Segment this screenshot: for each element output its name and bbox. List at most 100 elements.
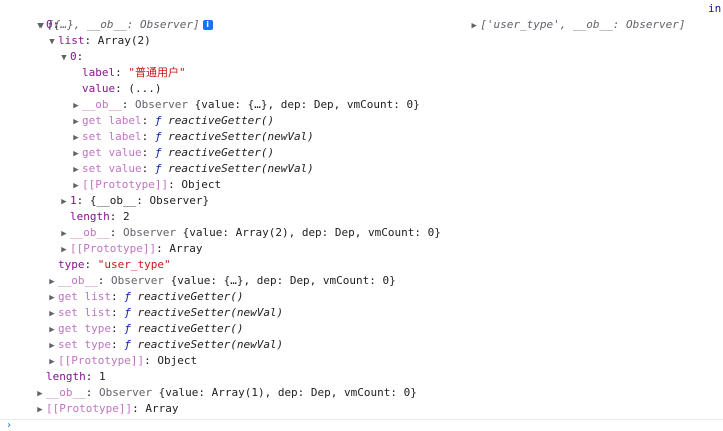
separator: : xyxy=(109,210,123,223)
source-link[interactable]: in xyxy=(708,2,722,15)
property-key: __ob__ xyxy=(58,274,98,287)
separator: : xyxy=(85,370,99,383)
property-value: Observer {value: {…}, dep: Dep, vmCount:… xyxy=(111,274,396,287)
property-key: length xyxy=(70,210,110,223)
tree-row[interactable]: ▼0: xyxy=(58,49,83,65)
property-value: Object xyxy=(181,178,222,191)
triangle-right-icon[interactable]: ▶ xyxy=(61,197,67,207)
property-key: __ob__ xyxy=(46,386,86,399)
triangle-down-icon[interactable]: ▼ xyxy=(49,37,55,47)
function-icon: ƒ xyxy=(124,290,138,303)
right-summary-row[interactable]: ▶['user_type', __ob__: Observer] xyxy=(455,1,686,31)
function-icon: ƒ xyxy=(124,306,138,319)
property-key: 1 xyxy=(70,194,77,207)
object-preview: {value: Array(1), dep: Dep, vmCount: 0} xyxy=(158,386,417,399)
tree-row[interactable]: ▶set label: ƒ reactiveSetter(newVal) xyxy=(70,129,314,145)
triangle-right-icon[interactable]: ▶ xyxy=(73,101,79,111)
tree-row[interactable]: ▼list: Array(2) xyxy=(46,33,150,49)
tree-row[interactable]: ▶get value: ƒ reactiveGetter() xyxy=(70,145,274,161)
tree-row[interactable]: ▶[[Prototype]]: Array xyxy=(58,241,202,257)
triangle-right-icon[interactable]: ▶ xyxy=(37,389,43,399)
chevron-right-icon[interactable]: › xyxy=(6,420,13,431)
property-value: (...) xyxy=(128,82,162,95)
tree-row[interactable]: ▶get label: ƒ reactiveGetter() xyxy=(70,113,274,129)
triangle-right-icon[interactable]: ▶ xyxy=(49,293,55,303)
property-key: __ob__ xyxy=(70,226,110,239)
triangle-down-icon[interactable]: ▼ xyxy=(61,53,67,63)
triangle-right-icon[interactable]: ▶ xyxy=(49,341,55,351)
triangle-right-icon[interactable]: ▶ xyxy=(49,325,55,335)
separator: : xyxy=(76,194,90,207)
triangle-right-icon[interactable]: ▶ xyxy=(37,405,43,415)
property-value: {__ob__: Observer} xyxy=(89,194,210,207)
function-icon: ƒ xyxy=(124,338,138,351)
tree-row[interactable]: ▼0: xyxy=(34,17,59,33)
separator: : xyxy=(85,386,99,399)
tree-row[interactable]: ▶__ob__: Observer {value: Array(2), dep:… xyxy=(58,225,441,241)
triangle-right-icon[interactable]: ▶ xyxy=(73,165,79,175)
triangle-right-icon[interactable]: ▶ xyxy=(49,357,55,367)
separator: : xyxy=(115,66,129,79)
tree-row[interactable]: ▶1: {__ob__: Observer} xyxy=(58,193,209,209)
property-key: [[Prototype]] xyxy=(58,354,145,367)
property-key: 0 xyxy=(46,18,53,31)
triangle-right-icon[interactable]: ▶ xyxy=(471,21,477,31)
separator: : xyxy=(121,98,135,111)
separator: : xyxy=(110,322,125,335)
property-value: reactiveGetter() xyxy=(168,114,275,127)
tree-row[interactable]: ▶[[Prototype]]: Array xyxy=(34,401,178,417)
property-value: Observer {value: {…}, dep: Dep, vmCount:… xyxy=(135,98,420,111)
tree-row[interactable]: ▶get type: ƒ reactiveGetter() xyxy=(46,321,243,337)
object-class-name: Observer xyxy=(99,386,159,399)
triangle-right-icon[interactable]: ▶ xyxy=(73,117,79,127)
info-icon[interactable]: i xyxy=(202,20,213,30)
triangle-right-icon[interactable]: ▶ xyxy=(73,133,79,143)
property-key: [[Prototype]] xyxy=(70,242,157,255)
separator: : xyxy=(168,178,182,191)
tree-row[interactable]: ▶[[Prototype]]: Object xyxy=(70,177,221,193)
property-key: label xyxy=(82,66,116,79)
triangle-right-icon[interactable]: ▶ xyxy=(73,149,79,159)
property-value: Array xyxy=(169,242,203,255)
tree-row[interactable]: ▶set type: ƒ reactiveSetter(newVal) xyxy=(46,337,283,353)
separator: : xyxy=(156,242,170,255)
property-value: reactiveSetter(newVal) xyxy=(168,162,314,175)
tree-row[interactable]: ▶set value: ƒ reactiveSetter(newVal) xyxy=(70,161,314,177)
triangle-down-icon[interactable]: ▼ xyxy=(38,21,44,31)
function-icon: ƒ xyxy=(154,114,169,127)
function-icon: ƒ xyxy=(124,322,138,335)
object-preview: {value: {…}, dep: Dep, vmCount: 0} xyxy=(194,98,420,111)
tree-row[interactable]: ▶__ob__: Observer {value: {…}, dep: Dep,… xyxy=(46,273,396,289)
tree-row[interactable]: ▶__ob__: Observer {value: Array(1), dep:… xyxy=(34,385,417,401)
tree-row[interactable]: ▶__ob__: Observer {value: {…}, dep: Dep,… xyxy=(70,97,420,113)
triangle-right-icon[interactable]: ▶ xyxy=(61,229,67,239)
object-class-name: Observer xyxy=(135,98,195,111)
tree-row: type: "user_type" xyxy=(46,257,171,273)
triangle-right-icon[interactable]: ▶ xyxy=(73,181,79,191)
property-key: set list xyxy=(58,306,111,319)
property-key: [[Prototype]] xyxy=(46,402,133,415)
property-value: "普通用户" xyxy=(128,66,186,79)
property-value: reactiveGetter() xyxy=(168,146,275,159)
property-key: [[Prototype]] xyxy=(82,178,169,191)
triangle-right-icon[interactable]: ▶ xyxy=(49,277,55,287)
property-key: 0 xyxy=(70,50,77,63)
triangle-down-icon[interactable]: ▼ xyxy=(37,21,43,31)
property-key: set value xyxy=(82,162,142,175)
function-icon: ƒ xyxy=(154,146,169,159)
property-key: get value xyxy=(82,146,142,159)
tree-row[interactable]: ▶[[Prototype]]: Object xyxy=(46,353,197,369)
property-key: get type xyxy=(58,322,111,335)
property-key: set type xyxy=(58,338,111,351)
triangle-right-icon[interactable]: ▶ xyxy=(49,309,55,319)
property-value: reactiveGetter() xyxy=(137,290,244,303)
function-icon: ƒ xyxy=(154,130,169,143)
separator: : xyxy=(109,226,123,239)
property-value: 1 xyxy=(99,370,106,383)
triangle-right-icon[interactable]: ▶ xyxy=(61,245,67,255)
tree-row[interactable]: ▶set list: ƒ reactiveSetter(newVal) xyxy=(46,305,283,321)
tree-row: label: "普通用户" xyxy=(70,65,186,81)
tree-row[interactable]: ▶get list: ƒ reactiveGetter() xyxy=(46,289,243,305)
property-key: list xyxy=(58,34,85,47)
root-array-row[interactable]: ▼[{…}, __ob__: Observer]i xyxy=(22,1,213,31)
